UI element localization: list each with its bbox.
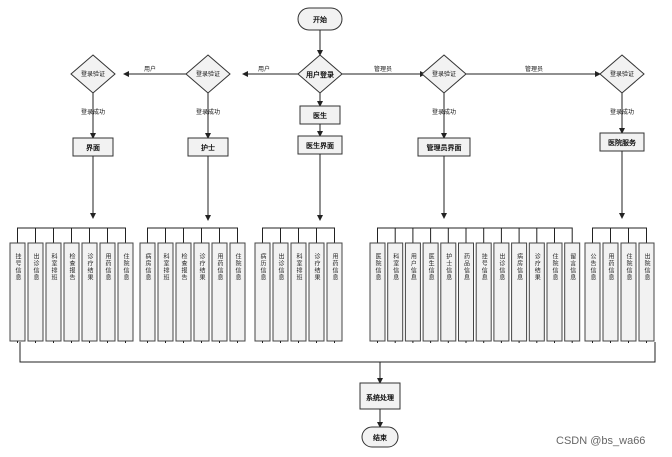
module-label-user-3: 检查报告 xyxy=(68,252,75,281)
module-label-admin-3: 医生信息 xyxy=(427,253,434,281)
module-label-admin-2: 用户信息 xyxy=(409,253,416,281)
admin-ui-box: 管理员界面 xyxy=(417,137,471,157)
module-label-manager-3: 出院信息 xyxy=(643,252,650,281)
doctor-ui-box: 医生界面 xyxy=(297,135,343,155)
login-success-nurse: 登录成功 xyxy=(196,108,220,116)
login-success-admin: 登录成功 xyxy=(432,108,456,116)
login-verify-nurse: 登录验证 xyxy=(185,54,231,94)
module-label-nurse-3: 诊疗结果 xyxy=(198,252,205,281)
module-label-user-5: 用药信息 xyxy=(104,253,111,281)
module-label-nurse-2: 检查报告 xyxy=(180,252,187,281)
start-node: 开始 xyxy=(297,7,343,31)
module-label-admin-10: 住院信息 xyxy=(551,252,558,281)
user-select-label: 用户登录 xyxy=(306,70,334,79)
module-label-doctor-1: 出诊信息 xyxy=(277,252,284,281)
admin-ui-label: 管理员界面 xyxy=(427,143,462,152)
manager-ui-label: 医院服务 xyxy=(608,138,637,147)
login-verify-admin: 登录验证 xyxy=(421,54,467,94)
end-label: 结束 xyxy=(372,433,388,442)
system-process-box: 系统处理 xyxy=(359,382,401,410)
manager-ui-box: 医院服务 xyxy=(599,132,645,152)
module-label-nurse-1: 科室排班 xyxy=(162,252,169,281)
login-verify-manager: 登录验证 xyxy=(599,54,645,94)
user-ui-box: 界面 xyxy=(72,137,114,157)
login-verify-label-admin: 登录验证 xyxy=(432,70,456,78)
user-edge-label-2: 用户 xyxy=(144,65,156,73)
module-label-nurse-0: 病房信息 xyxy=(144,252,151,281)
doctor-box: 医生 xyxy=(299,105,341,125)
login-verify-label-user: 登录验证 xyxy=(81,70,105,78)
module-label-user-1: 出诊信息 xyxy=(32,252,39,281)
login-verify-label-nurse: 登录验证 xyxy=(196,70,220,78)
module-label-doctor-3: 诊疗结果 xyxy=(313,252,320,281)
module-label-doctor-2: 科室排班 xyxy=(295,252,302,281)
module-label-user-2: 科室排班 xyxy=(50,252,57,281)
start-label: 开始 xyxy=(313,15,327,24)
module-label-nurse-5: 住院信息 xyxy=(234,252,241,281)
module-label-nurse-4: 用药信息 xyxy=(216,253,223,281)
module-label-admin-5: 药品信息 xyxy=(463,252,470,281)
module-label-manager-0: 公告信息 xyxy=(589,253,596,281)
module-label-admin-9: 诊疗结果 xyxy=(533,252,540,281)
module-label-admin-11: 留言信息 xyxy=(569,252,576,281)
nurse-box: 护士 xyxy=(187,137,229,157)
user-select-decision: 用户登录 xyxy=(297,54,343,94)
login-verify-label-manager: 登录验证 xyxy=(610,70,634,78)
module-label-admin-6: 挂号信息 xyxy=(480,252,487,281)
module-label-user-4: 诊疗结果 xyxy=(86,252,93,281)
module-label-admin-8: 病房信息 xyxy=(516,252,523,281)
login-verify-user: 登录验证 xyxy=(70,54,116,94)
module-label-user-0: 挂号信息 xyxy=(14,252,21,281)
module-label-admin-7: 出诊信息 xyxy=(498,252,505,281)
module-label-admin-1: 科室信息 xyxy=(392,252,399,281)
login-success-user: 登录成功 xyxy=(81,108,105,116)
admin-edge-label-1: 管理员 xyxy=(374,65,392,73)
module-label-doctor-0: 病历信息 xyxy=(259,252,266,281)
module-label-manager-1: 用药信息 xyxy=(607,253,614,281)
admin-edge-label-2: 管理员 xyxy=(525,65,543,73)
module-label-user-6: 住院信息 xyxy=(122,252,129,281)
user-edge-label-1: 用户 xyxy=(258,65,270,73)
login-success-manager: 登录成功 xyxy=(610,108,634,116)
end-node: 结束 xyxy=(361,426,399,448)
watermark: CSDN @bs_wa66 xyxy=(556,435,645,447)
module-label-admin-0: 医院信息 xyxy=(374,253,381,281)
module-label-doctor-4: 用药信息 xyxy=(331,253,338,281)
module-groups: 挂号信息 出诊信息 科室排班 检查报告 诊疗结果 用药信息 住院信息 病房信息 科室排班 检查报告… xyxy=(9,227,655,343)
user-ui-label: 界面 xyxy=(86,143,100,152)
system-process-label: 系统处理 xyxy=(366,393,394,402)
module-label-manager-2: 住院信息 xyxy=(625,252,632,281)
module-label-admin-4: 护士信息 xyxy=(445,252,452,281)
doctor-ui-label: 医生界面 xyxy=(306,141,334,150)
doctor-label: 医生 xyxy=(313,111,327,120)
nurse-label: 护士 xyxy=(201,143,215,152)
